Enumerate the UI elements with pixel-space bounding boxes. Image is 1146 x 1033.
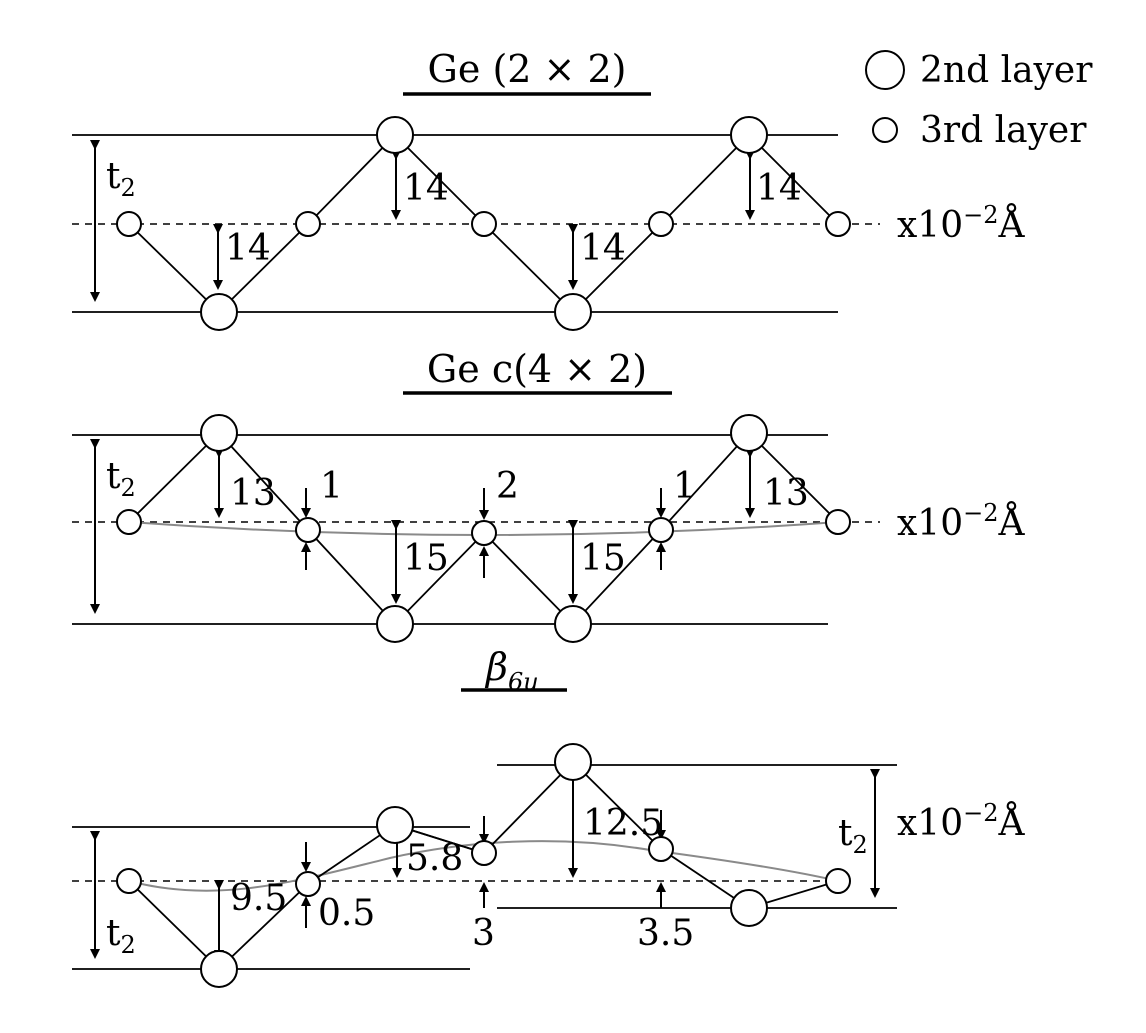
legend-3rd-layer-symbol: [872, 117, 898, 143]
panel-3-value-label: 3.5: [637, 913, 694, 954]
legend-3rd-layer-label: 3rd layer: [920, 110, 1087, 151]
panel-1-t2-label: t2: [106, 156, 136, 202]
panel-1-value-label: 14: [403, 168, 449, 209]
second-layer-atom: [554, 293, 592, 331]
third-layer-atom: [825, 211, 851, 237]
third-layer-atom: [648, 836, 674, 862]
panel-1-value-label: 14: [580, 228, 626, 269]
second-layer-atom: [200, 950, 238, 988]
second-layer-atom: [730, 414, 768, 452]
panel-beta-6u: β6u t2 t2 9.5 0.5 5.8 3 12.5 3.5: [72, 645, 1026, 988]
panel-2-value-label: 1: [673, 466, 696, 507]
third-layer-atom: [471, 520, 497, 546]
panel-2-value-label: 13: [230, 473, 276, 514]
panel-ge-c4x2: Ge c(4 × 2) t2 13 1 2 1 13 15 15: [72, 347, 1026, 643]
third-layer-atom: [648, 517, 674, 543]
third-layer-atom: [825, 509, 851, 535]
panel-2-t2-label: t2: [106, 456, 136, 502]
panel-1-value-label: 14: [225, 228, 271, 269]
panel-3-value-label: 12.5: [583, 803, 663, 844]
panel-2-title: Ge c(4 × 2): [427, 347, 647, 391]
panel-ge-2x2: Ge (2 × 2) t2 14 14 14 14 x10−2Å: [72, 47, 1026, 331]
panel-3-t2-left-label: t2: [106, 913, 136, 959]
third-layer-atom: [116, 211, 142, 237]
panel-3-value-label: 0.5: [318, 893, 375, 934]
second-layer-atom: [554, 605, 592, 643]
panel-1-unit-label: x10−2Å: [897, 201, 1026, 246]
second-layer-atom: [200, 414, 238, 452]
second-layer-atom: [200, 293, 238, 331]
third-layer-atom: [825, 868, 851, 894]
third-layer-atom: [471, 211, 497, 237]
third-layer-atom: [295, 517, 321, 543]
panel-2-value-label: 2: [496, 466, 519, 507]
third-layer-atom: [295, 211, 321, 237]
panel-3-t2-right-label: t2: [838, 813, 868, 859]
panel-1-value-label: 14: [756, 168, 802, 209]
legend-2nd-layer-label: 2nd layer: [920, 50, 1093, 91]
third-layer-atom: [116, 868, 142, 894]
panel-2-unit-label: x10−2Å: [897, 499, 1026, 544]
panel-1-title: Ge (2 × 2): [428, 47, 627, 91]
panel-2-value-label: 15: [403, 538, 449, 579]
panel-3-unit-label: x10−2Å: [897, 799, 1026, 844]
third-layer-atom: [295, 871, 321, 897]
third-layer-atom: [116, 509, 142, 535]
legend: 2nd layer 3rd layer: [865, 50, 1093, 151]
third-layer-atom: [648, 211, 674, 237]
panel-3-value-label: 3: [472, 913, 495, 954]
panel-2-value-label: 13: [763, 473, 809, 514]
second-layer-atom: [376, 605, 414, 643]
panel-2-value-label: 1: [320, 466, 343, 507]
second-layer-atom: [730, 889, 768, 927]
second-layer-atom: [376, 806, 414, 844]
panel-3-value-label: 5.8: [406, 838, 463, 879]
second-layer-atom: [554, 743, 592, 781]
panel-3-value-label: 9.5: [230, 878, 287, 919]
second-layer-atom: [376, 116, 414, 154]
third-layer-atom: [471, 840, 497, 866]
second-layer-atom: [730, 116, 768, 154]
panel-2-value-label: 15: [580, 538, 626, 579]
legend-2nd-layer-symbol: [865, 50, 905, 90]
